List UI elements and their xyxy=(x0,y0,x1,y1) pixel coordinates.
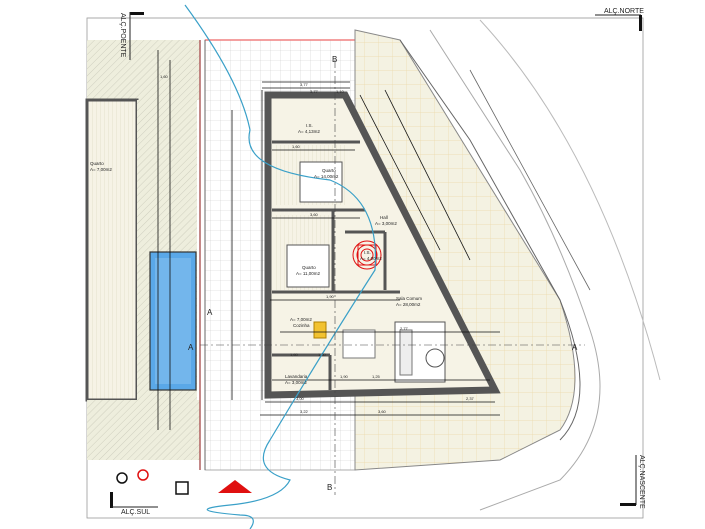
elevation-north-label: ALÇ.NORTE xyxy=(604,8,644,15)
dimension-label: 1,60 xyxy=(290,352,299,357)
dimension-label: 3,00 xyxy=(296,396,305,401)
dimension-label: 3,77 xyxy=(300,82,309,87)
dimension-label: 1,25 xyxy=(372,374,381,379)
room-area: A= 28,00m2 xyxy=(396,302,421,307)
fixture-symbol xyxy=(116,472,128,484)
section-marker-b: B xyxy=(327,483,332,492)
room-label: I.S. xyxy=(306,123,313,128)
room-area: A= 3,00m2 xyxy=(285,380,307,385)
elevation-south: ALÇ.SUL xyxy=(110,492,158,516)
dimension-label: 2,77 xyxy=(400,326,409,331)
room-label: Quarto xyxy=(302,265,316,270)
dimension-label: 1,30 xyxy=(318,352,327,357)
left-building xyxy=(85,98,139,402)
dimension-label: 3,60 xyxy=(310,212,319,217)
room-area: A= 7,00m2 xyxy=(290,317,312,322)
room-label: Lavandaria xyxy=(285,374,308,379)
stove xyxy=(313,321,327,339)
red-fixture-symbol xyxy=(137,469,149,481)
room-area: A= 14,00m2 xyxy=(314,174,339,179)
room-label: Quarto xyxy=(322,168,336,173)
room-label: I.S. xyxy=(364,250,371,255)
dimension-label: 1,10 xyxy=(336,89,345,94)
section-marker-b: B xyxy=(332,55,337,64)
elevation-north: ALÇ.NORTE xyxy=(595,8,644,31)
room-area: A= 11,00m2 xyxy=(296,271,321,276)
bed-2 xyxy=(286,244,330,288)
section-marker-a: A xyxy=(207,308,213,317)
highlight-marker xyxy=(352,240,382,270)
dining-table xyxy=(342,329,376,359)
dimension-label: 3,77 xyxy=(310,89,319,94)
elevation-east-label: ALÇ.NASCENTE xyxy=(638,455,645,509)
section-marker-a: A xyxy=(188,343,194,352)
dimension-label: 1,60 xyxy=(160,74,169,79)
dimension-label: 2,37 xyxy=(466,396,475,401)
left-hatched-area xyxy=(87,40,200,100)
room-label: Quarto xyxy=(90,161,104,166)
room-area: A= 3,00m2 xyxy=(375,221,397,226)
room-label: Cozinha xyxy=(293,323,310,328)
room-area: A= 4,13m2 xyxy=(298,129,320,134)
dimension-label: 1,90 xyxy=(340,374,349,379)
section-marker-a: A xyxy=(572,343,578,352)
room-label: Hall xyxy=(380,215,388,220)
north-arrow-triangle xyxy=(218,480,252,493)
meter-box-icon xyxy=(175,481,189,495)
room-area: A= 7,00m2 xyxy=(90,167,112,172)
elevation-south-label: ALÇ.SUL xyxy=(121,509,150,516)
dimension-label: 1,60 xyxy=(292,144,301,149)
elevation-west: ALÇ.POENTE xyxy=(119,12,144,60)
dimension-label: 1,90 xyxy=(326,294,335,299)
dimension-label: 3,22 xyxy=(300,409,309,414)
room-area: A= 4,00m2 xyxy=(360,256,382,261)
water-line xyxy=(184,4,377,529)
dimension-label: 3,60 xyxy=(378,409,387,414)
elevation-east: ALÇ.NASCENTE xyxy=(620,455,645,509)
room-label: Sala Comum xyxy=(396,296,422,301)
elevation-west-label: ALÇ.POENTE xyxy=(119,13,126,58)
